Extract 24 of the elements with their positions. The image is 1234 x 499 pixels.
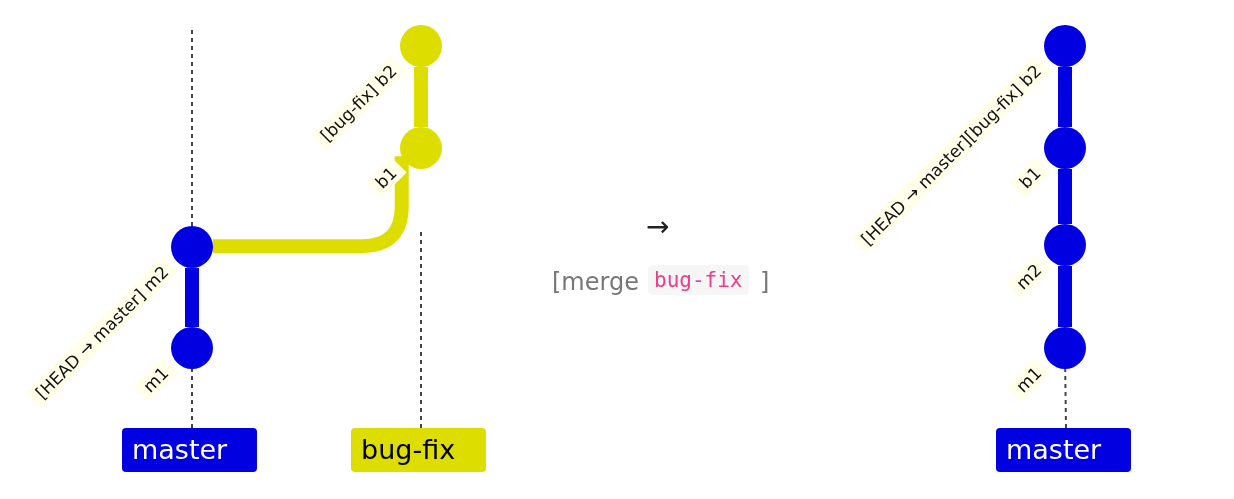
dashed-line <box>420 229 422 429</box>
commit-line <box>213 156 409 254</box>
direction-arrow: → <box>646 210 670 243</box>
branch-label: bug-fix <box>351 428 486 472</box>
branch-label: master <box>996 428 1131 472</box>
commit-dot <box>400 25 442 67</box>
caption-text: ] <box>760 268 770 296</box>
branch-label: master <box>122 428 257 472</box>
commit-dot <box>1044 25 1086 67</box>
commit-dot <box>400 127 442 169</box>
caption-text: [merge <box>552 268 639 296</box>
commit-dot <box>1044 327 1086 369</box>
commit-line <box>1058 169 1072 224</box>
commit-line <box>414 67 428 127</box>
commit-dot <box>1044 127 1086 169</box>
dashed-line <box>191 368 193 429</box>
commit-dot <box>171 327 213 369</box>
code-snippet: bug-fix <box>648 265 749 295</box>
commit-line <box>185 268 199 327</box>
commit-dot <box>1044 224 1086 266</box>
commit-line <box>1058 266 1072 327</box>
dashed-line <box>1064 368 1067 429</box>
commit-dot <box>171 226 213 268</box>
commit-line <box>1058 67 1072 127</box>
